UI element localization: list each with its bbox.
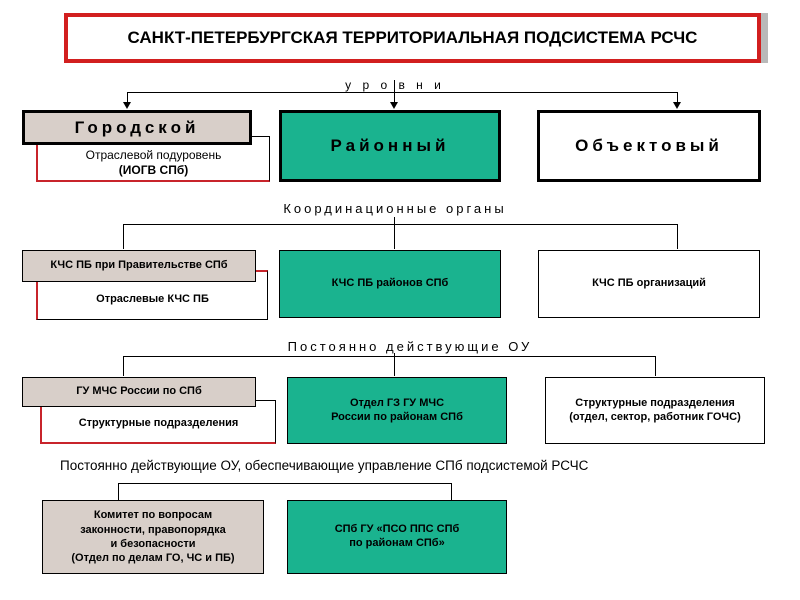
city-level-label: Городской	[74, 117, 200, 137]
city-sublevel-line1: Отраслевой подуровень	[85, 147, 222, 162]
spb-pso-box: СПб ГУ «ПСО ППС СПб по районам СПб»	[287, 500, 507, 574]
permanent-district-line2: России по районам СПб	[331, 410, 463, 423]
permanent-city-label: ГУ МЧС России по СПб	[76, 385, 202, 398]
spb-connector-left	[118, 483, 119, 501]
coordination-connector-left	[123, 224, 124, 249]
permanent-object-box: Структурные подразделения (отдел, сектор…	[545, 377, 765, 444]
coordination-city-label: КЧС ПБ при Правительстве СПб	[50, 259, 228, 272]
levels-arrow-left	[123, 102, 131, 109]
spb-committee-line4: (Отдел по делам ГО, ЧС и ПБ)	[71, 552, 235, 565]
spb-committee-box: Комитет по вопросам законности, правопор…	[42, 500, 264, 574]
spb-committee-line1: Комитет по вопросам	[93, 509, 213, 522]
levels-label: у р о в н и	[345, 78, 445, 92]
coordination-connector-horizontal	[123, 224, 678, 225]
permanent-connector-right	[655, 356, 656, 376]
coordination-city-sub-label: Отраслевые КЧС ПБ	[96, 292, 209, 305]
coordination-object-label: КЧС ПБ организаций	[592, 277, 706, 290]
spb-committee-line2: законности, правопорядка	[80, 523, 226, 536]
permanent-label: Постоянно действующие ОУ	[287, 339, 533, 354]
permanent-object-line1: Структурные подразделения	[575, 396, 735, 409]
coordination-city-box: КЧС ПБ при Правительстве СПб	[22, 250, 256, 282]
permanent-connector-middle	[394, 356, 395, 376]
permanent-connector-center	[394, 353, 395, 357]
levels-arrow-middle	[390, 102, 398, 109]
spb-pso-line2: по районам СПб»	[349, 537, 445, 549]
permanent-district-line1: Отдел ГЗ ГУ МЧС	[349, 396, 445, 409]
coordination-object-box: КЧС ПБ организаций	[538, 250, 760, 318]
coordination-district-label: КЧС ПБ районов СПб	[331, 277, 449, 290]
permanent-city-sub-label: Структурные подразделения	[78, 416, 239, 429]
object-level-box: Объектовый	[537, 110, 761, 182]
permanent-district-box: Отдел ГЗ ГУ МЧС России по районам СПб	[287, 377, 507, 444]
levels-connector-left	[127, 92, 128, 103]
levels-connector-middle	[394, 92, 395, 103]
spb-connector-right	[451, 483, 452, 501]
levels-connector-center	[394, 80, 395, 92]
page-title: САНКТ-ПЕТЕРБУРГСКАЯ ТЕРРИТОРИАЛЬНАЯ ПОДС…	[127, 28, 698, 48]
spb-permanent-label: Постоянно действующие ОУ, обеспечивающие…	[60, 458, 589, 473]
coordination-connector-center	[394, 217, 395, 225]
city-level-box: Городской	[22, 110, 252, 145]
spb-pso-line1: СПб ГУ «ПСО ППС СПб	[334, 523, 460, 536]
coordination-label: Координационные органы	[283, 201, 507, 216]
levels-arrow-right	[673, 102, 681, 109]
spb-committee-line3: и безопасности	[110, 538, 196, 550]
district-level-label: Районный	[330, 136, 450, 156]
levels-connector-horizontal	[127, 92, 678, 93]
permanent-object-line2: (отдел, сектор, работник ГОЧС)	[569, 410, 741, 423]
coordination-connector-middle	[394, 224, 395, 249]
levels-connector-right	[677, 92, 678, 103]
district-level-box: Районный	[279, 110, 501, 182]
coordination-connector-right	[677, 224, 678, 249]
permanent-city-box: ГУ МЧС России по СПб	[22, 377, 256, 407]
spb-connector-horizontal	[118, 483, 452, 484]
object-level-label: Объектовый	[575, 136, 723, 156]
permanent-connector-horizontal	[123, 356, 656, 357]
page-title-box: САНКТ-ПЕТЕРБУРГСКАЯ ТЕРРИТОРИАЛЬНАЯ ПОДС…	[64, 13, 761, 63]
coordination-district-box: КЧС ПБ районов СПб	[279, 250, 501, 318]
permanent-connector-left	[123, 356, 124, 376]
city-sublevel-line2: (ИОГВ СПб)	[118, 162, 189, 177]
